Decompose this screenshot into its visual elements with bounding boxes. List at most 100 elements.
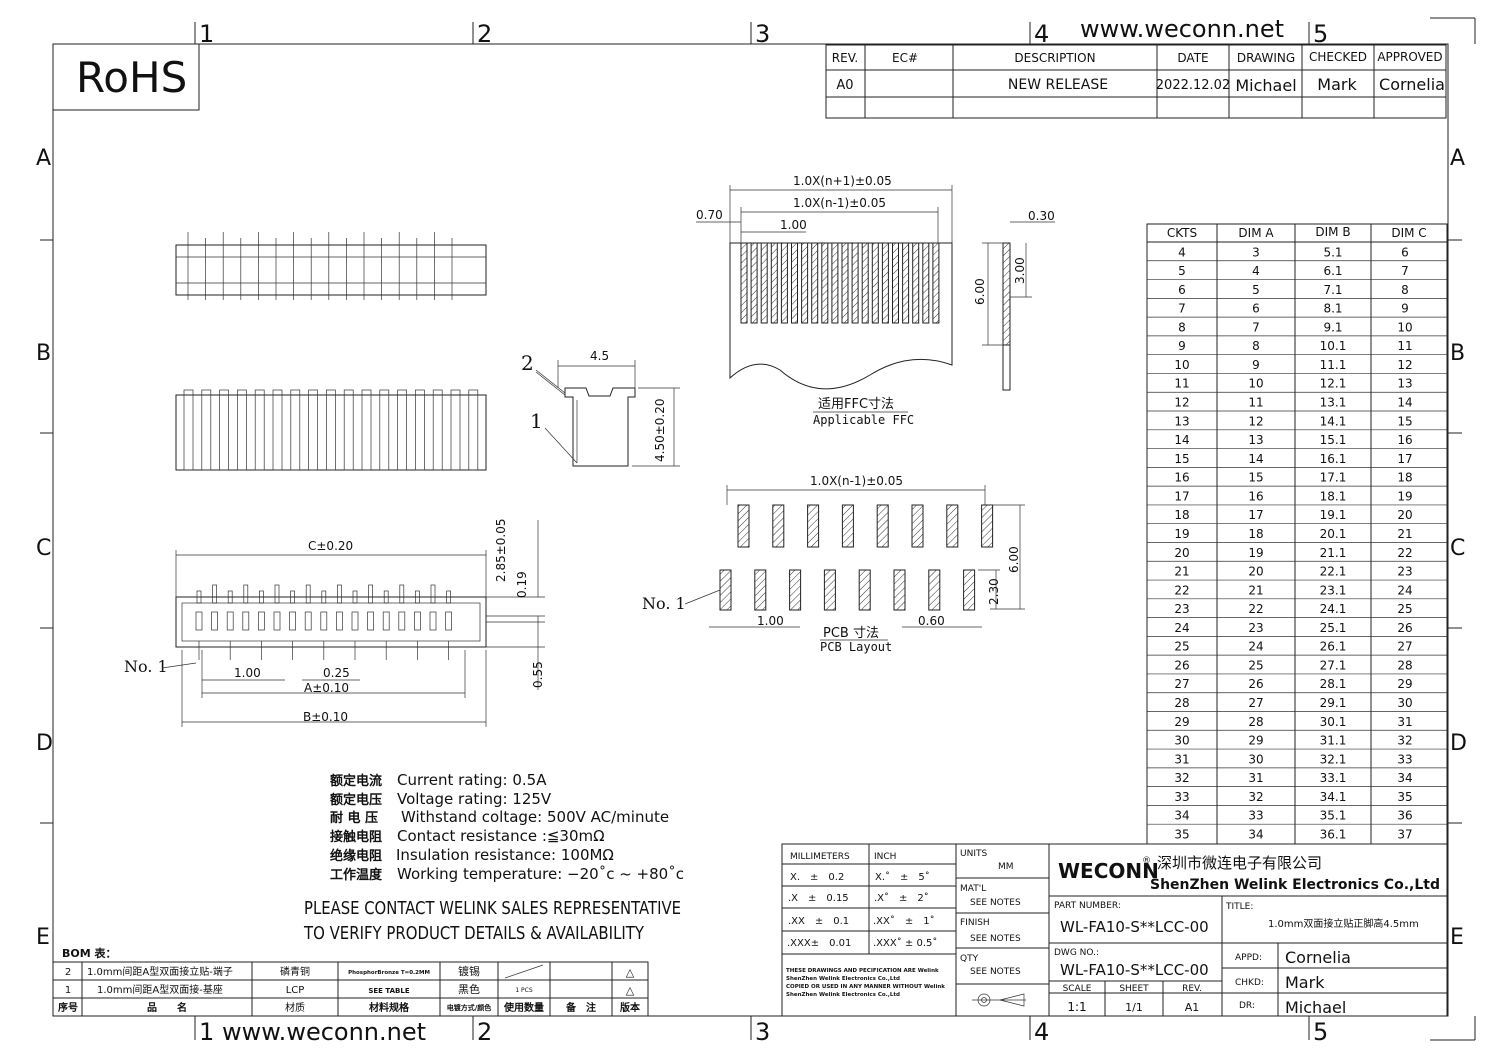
- ffc-trace: [750, 242, 758, 324]
- ffc-trace: [801, 242, 809, 324]
- dim-cell: 6: [1252, 302, 1260, 316]
- matl-value: SEE NOTES: [970, 898, 1021, 908]
- dim-cell: 23: [1174, 602, 1189, 616]
- spec-cn-6: 工作温度: [330, 867, 383, 883]
- dim-cell: 15.1: [1320, 433, 1347, 447]
- dim-cell: 16: [1174, 471, 1189, 485]
- zone-col-4-bottom: 4: [1034, 1018, 1049, 1046]
- spec-en-4: Contact resistance :≦30mΩ: [397, 827, 605, 845]
- tol-inch-0: X.˚ ± 5˚: [875, 871, 930, 883]
- dim-cell: 13: [1248, 433, 1263, 447]
- bottom-pin-contact: [414, 611, 421, 631]
- dim-cell: 11.1: [1320, 358, 1347, 372]
- rev-value-checked: Mark: [1317, 75, 1357, 94]
- dim-cell: 4: [1178, 245, 1186, 259]
- dim-cell: 7: [1252, 320, 1260, 334]
- pcb-title-en: PCB Layout: [820, 640, 892, 654]
- front-slot: [272, 389, 283, 471]
- dim-cell: 28.1: [1320, 677, 1347, 691]
- dim-cell: 26.1: [1320, 640, 1347, 654]
- dim-cell: 14: [1174, 433, 1189, 447]
- bottom-pin-top: [383, 590, 389, 604]
- dim-pitch: 1.00: [234, 666, 261, 680]
- tol-mm-3: .XXX± 0.01: [787, 938, 851, 949]
- dim-cell: 31.1: [1320, 734, 1347, 748]
- bottom-pin-contact: [273, 611, 281, 631]
- pcb-pad-lower: [963, 569, 976, 611]
- spec-en-3: Withstand coltage: 500V AC/minute: [401, 808, 669, 826]
- tol-mm-2: .XX ± 0.1: [788, 916, 849, 927]
- bottom-pin-contact: [258, 611, 265, 631]
- dim-cell: 18: [1174, 508, 1189, 522]
- tol-inch-1: .X˚ ± 2˚: [874, 892, 929, 904]
- pcb-pad-lower: [858, 569, 871, 611]
- dim-cell: 19.1: [1320, 508, 1347, 522]
- dim-cell: 12: [1174, 396, 1189, 410]
- dim-cell: 9: [1178, 339, 1186, 353]
- dim-cell: 19: [1248, 546, 1263, 560]
- pcb-no1-label: No. 1: [642, 594, 686, 613]
- bom-row1-material: LCP: [286, 985, 305, 996]
- dim-header-c: DIM C: [1391, 226, 1426, 240]
- spec-en-1: Current rating: 0.5A: [397, 771, 547, 789]
- revision-table: REV. EC# DESCRIPTION DATE DRAWING CHECKE…: [825, 44, 1447, 119]
- dim-cell: 29: [1174, 715, 1189, 729]
- bom-header-spec: 材料规格: [369, 1001, 410, 1014]
- bottom-pin-contact: [336, 611, 343, 631]
- dim-cell: 7.1: [1323, 283, 1342, 297]
- bottom-pin-contact: [226, 611, 234, 631]
- dim-cell: 28: [1248, 715, 1263, 729]
- dim-cell: 11: [1397, 339, 1412, 353]
- dim-cell: 25.1: [1320, 621, 1347, 635]
- dim-cell: 6: [1401, 245, 1409, 259]
- dim-cell: 22.1: [1320, 565, 1347, 579]
- pcb-pad-upper: [946, 504, 959, 548]
- ffc-trace: [922, 242, 930, 324]
- spec-en-5: Insulation resistance: 100MΩ: [396, 846, 614, 864]
- dim-cell: 5: [1178, 264, 1186, 278]
- disclaimer-3: ShenZhen Welink Electronics Co.,Ltd: [786, 992, 900, 998]
- front-slot: [308, 389, 318, 471]
- dim-cell: 23: [1248, 621, 1263, 635]
- dim-cell: 3: [1252, 245, 1260, 259]
- dim-cell: 27: [1248, 696, 1263, 710]
- dim-cell: 17: [1248, 508, 1263, 522]
- dim-cell: 17: [1397, 452, 1412, 466]
- pcb-pad-upper: [772, 504, 785, 548]
- dim-cell: 31: [1174, 752, 1189, 766]
- front-slot: [450, 389, 461, 471]
- dim-cell: 34: [1397, 771, 1412, 785]
- dim-cell: 14: [1248, 452, 1263, 466]
- rev-header-checked: CHECKED: [1309, 50, 1367, 64]
- dim-cell: 10: [1174, 358, 1189, 372]
- dim-cell: 6.1: [1323, 264, 1342, 278]
- dim-cell: 11: [1248, 396, 1263, 410]
- ffc-trace: [821, 242, 829, 324]
- bottom-pin-top: [196, 590, 202, 604]
- rev-header-rev: REV.: [832, 51, 858, 65]
- dim-cell: 24: [1248, 640, 1263, 654]
- bottom-pin-top: [430, 584, 436, 604]
- dim-cell: 18: [1248, 527, 1263, 541]
- dim-cell: 4: [1252, 264, 1260, 278]
- dim-cell: 32.1: [1320, 752, 1347, 766]
- dim-cell: 24.1: [1320, 602, 1347, 616]
- bom-row2-rev: △: [626, 966, 635, 979]
- pcb-pad-upper: [981, 504, 994, 548]
- ffc-trace: [892, 242, 899, 324]
- front-slot: [343, 389, 354, 471]
- ffc-view: 1.0X(n+1)±0.05 1.0X(n-1)±0.05 0.70 1.00 …: [696, 174, 1055, 427]
- dim-cell: 16: [1397, 433, 1412, 447]
- dim-cell: 20: [1248, 565, 1263, 579]
- rohs-mark: RoHS: [76, 53, 187, 102]
- bottom-pin-contact: [367, 611, 374, 631]
- dim-cell: 5.1: [1323, 245, 1342, 259]
- tol-mm-0: X. ± 0.2: [790, 872, 844, 883]
- dim-cell: 34: [1174, 809, 1189, 823]
- front-slot: [237, 389, 247, 471]
- qty-value: SEE NOTES: [970, 967, 1021, 977]
- tol-mm-label: MILLIMETERS: [790, 852, 850, 862]
- dim-cell: 35.1: [1320, 809, 1347, 823]
- zone-col-1-bottom: 1: [199, 1018, 214, 1046]
